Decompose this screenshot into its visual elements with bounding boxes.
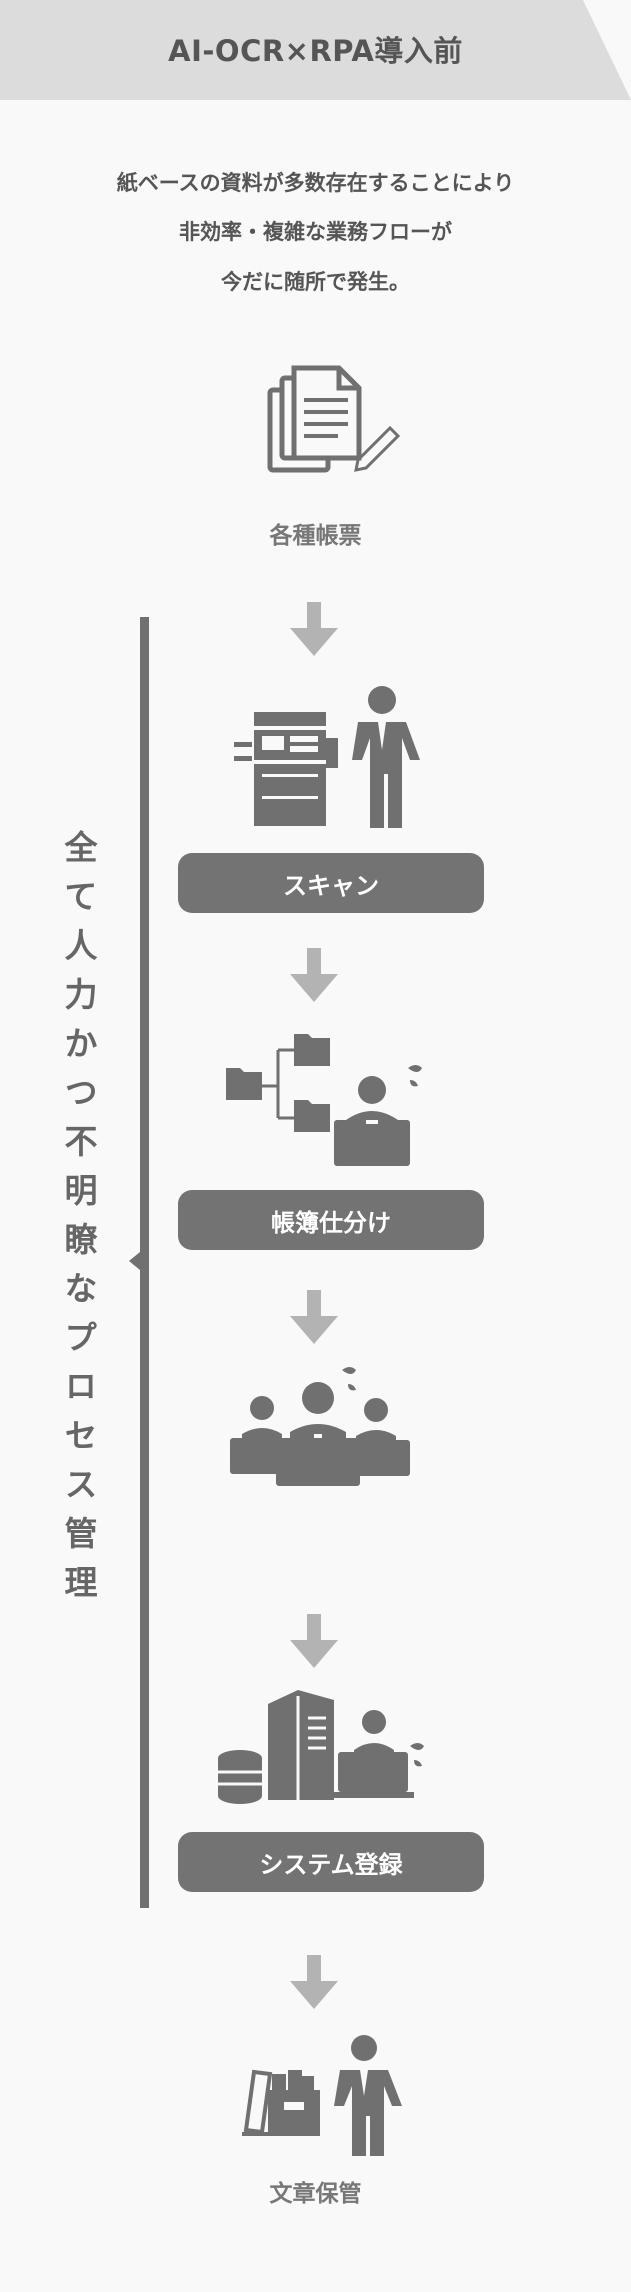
documents-icon: [267, 365, 401, 473]
intro-line-2: 非効率・複雑な業務フローが: [179, 220, 452, 244]
side-label: 全て人力かつ不明瞭なプロセス管理: [59, 830, 98, 1614]
step-scan: スキャン: [178, 853, 484, 913]
header-shape: [0, 0, 631, 100]
server-database-icon: [218, 1690, 424, 1804]
process-bracket-notch: [129, 1252, 140, 1270]
forms-label: 各種帳票: [269, 523, 362, 549]
step-sort: 帳簿仕分け: [178, 1190, 484, 1250]
intro-line-3: 今だに随所で発生。: [221, 270, 410, 294]
header-banner: AI-OCR×RPA導入前: [0, 0, 631, 100]
copier-operator-icon: [234, 686, 420, 828]
intro-line-1: 紙ベースの資料が多数存在することにより: [116, 171, 515, 195]
arrow-down-icon: [290, 602, 338, 656]
arrow-down-icon: [290, 1955, 338, 2009]
document-storage-icon: [242, 2035, 402, 2156]
step-register: システム登録: [178, 1832, 484, 1892]
folder-sorting-icon: [226, 1034, 422, 1166]
arrow-down-icon: [290, 1614, 338, 1668]
arrow-down-icon: [290, 948, 338, 1002]
process-bracket: [140, 617, 149, 1908]
workers-group-icon: [230, 1367, 410, 1486]
arrow-down-icon: [290, 1290, 338, 1344]
page-title: AI-OCR×RPA導入前: [168, 34, 463, 68]
storage-label: 文章保管: [269, 2181, 362, 2207]
